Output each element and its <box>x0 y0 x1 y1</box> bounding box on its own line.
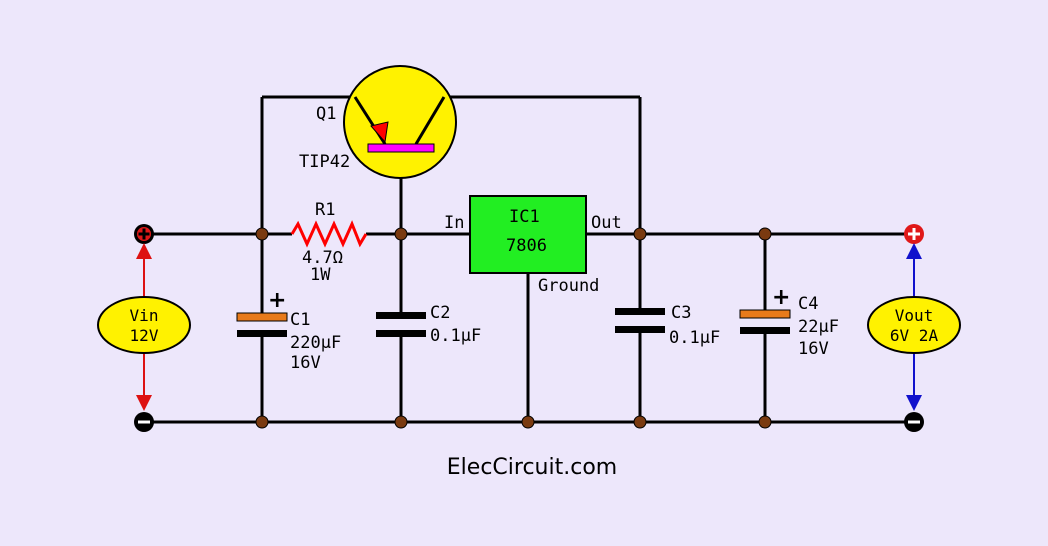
c3-plate-bottom <box>615 326 665 333</box>
regulator-in-label: In <box>444 213 464 233</box>
junction-node <box>758 415 772 429</box>
junction-node <box>394 227 408 241</box>
emitter-arrow-icon <box>370 121 389 144</box>
output-minus-terminal <box>904 412 924 432</box>
regulator-ground-label: Ground <box>538 276 599 296</box>
c1-voltage-label: 16V <box>290 353 321 373</box>
resistor-r1: R1 4.7Ω 1W <box>290 200 368 285</box>
vin-value: 12V <box>130 326 159 345</box>
junction-node <box>633 227 647 241</box>
vin-indicator: Vin 12V <box>97 243 191 411</box>
c3-value-label: 0.1µF <box>669 328 720 348</box>
capacitor-c2: C2 0.1µF <box>376 303 481 346</box>
c4-negative-plate <box>740 327 790 334</box>
vin-label: Vin <box>130 306 159 325</box>
c4-value-label: 22µF <box>798 317 839 337</box>
regulator-out-label: Out <box>591 213 622 233</box>
site-watermark: ElecCircuit.com <box>447 455 617 480</box>
junction-node <box>521 415 535 429</box>
transistor-q1: Q1 TIP42 <box>299 65 457 179</box>
c3-plate-top <box>615 308 665 315</box>
vout-value: 6V 2A <box>890 326 939 345</box>
c4-positive-plate <box>739 309 791 319</box>
capacitor-c4: + C4 22µF 16V <box>739 285 839 359</box>
resistor-value-label: 4.7Ω <box>302 248 343 268</box>
transistor-part-label: TIP42 <box>299 152 350 172</box>
junction-nodes <box>255 227 772 429</box>
junction-node <box>758 227 772 241</box>
transistor-base-bar <box>367 143 435 153</box>
c2-plate-top <box>376 312 426 319</box>
c1-negative-plate <box>237 330 287 337</box>
c3-ref-label: C3 <box>671 303 691 323</box>
c1-ref-label: C1 <box>290 310 310 330</box>
input-minus-terminal <box>134 412 154 432</box>
c2-ref-label: C2 <box>430 303 450 323</box>
vin-bubble <box>97 296 191 354</box>
regulator-ref-label: IC1 <box>509 207 540 227</box>
vout-indicator: Vout 6V 2A <box>867 243 961 411</box>
input-plus-terminal <box>134 224 154 244</box>
transistor-ref-label: Q1 <box>316 104 336 124</box>
regulator-ic1: IC1 7806 In Out Ground <box>444 195 622 296</box>
regulator-body <box>469 195 587 274</box>
c1-value-label: 220µF <box>290 333 341 353</box>
c4-voltage-label: 16V <box>798 339 829 359</box>
junction-node <box>394 415 408 429</box>
resistor-ref-label: R1 <box>315 200 335 220</box>
transistor-body <box>343 65 457 179</box>
vout-label: Vout <box>895 306 934 325</box>
junction-node <box>633 415 647 429</box>
c4-ref-label: C4 <box>798 294 818 314</box>
resistor-zigzag <box>290 220 368 248</box>
capacitor-c1: + C1 220µF 16V <box>236 288 341 373</box>
c1-polarity-label: + <box>268 288 286 313</box>
resistor-power-label: 1W <box>310 265 331 285</box>
regulator-part-label: 7806 <box>506 236 547 256</box>
c4-polarity-label: + <box>772 285 790 310</box>
c2-plate-bottom <box>376 330 426 337</box>
c2-value-label: 0.1µF <box>430 326 481 346</box>
transistor-collector-lead <box>414 96 446 145</box>
capacitor-c3: C3 0.1µF <box>615 303 720 348</box>
junction-node <box>255 415 269 429</box>
junction-node <box>255 227 269 241</box>
c1-positive-plate <box>236 312 288 322</box>
vout-bubble <box>867 296 961 354</box>
output-plus-terminal <box>904 224 924 244</box>
